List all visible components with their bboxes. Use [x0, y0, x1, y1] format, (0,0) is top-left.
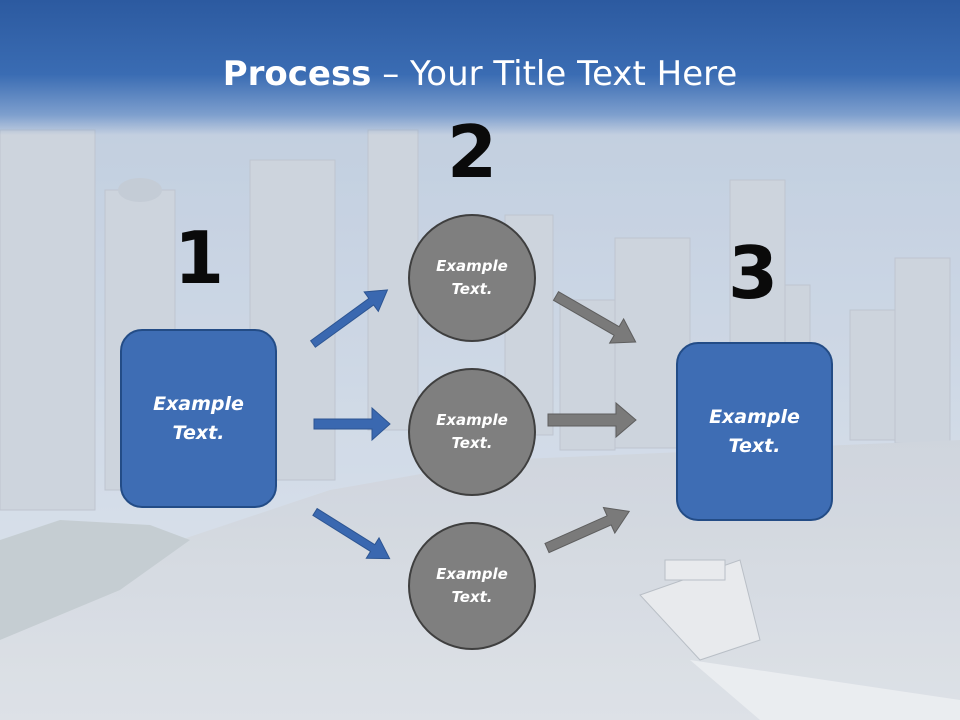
step-number-1: 1: [173, 216, 225, 300]
arrow-gray-right-icon: [547, 401, 637, 439]
step2-circle-top[interactable]: Example Text.: [408, 214, 536, 342]
step1-box[interactable]: Example Text.: [120, 329, 277, 508]
circle-middle-text: Example Text.: [436, 411, 508, 452]
arrow-gray-down-right-icon: [552, 290, 637, 344]
title-rest-text: – Your Title Text Here: [371, 54, 738, 94]
step3-box-text: Example Text.: [709, 405, 800, 457]
arrow-gray-up-right-icon: [544, 506, 631, 554]
step1-box-text: Example Text.: [153, 392, 244, 444]
slide-title: Process – Your Title Text Here: [0, 52, 960, 96]
circle-bottom-text: Example Text.: [436, 565, 508, 606]
circle-top-text: Example Text.: [436, 257, 508, 298]
step2-circle-middle[interactable]: Example Text.: [408, 368, 536, 496]
step3-box[interactable]: Example Text.: [676, 342, 833, 521]
arrow-blue-right-icon: [313, 406, 391, 442]
step-number-2: 2: [446, 110, 498, 194]
step2-circle-bottom[interactable]: Example Text.: [408, 522, 536, 650]
arrow-blue-up-right-icon: [309, 289, 389, 348]
step-number-3: 3: [727, 231, 779, 315]
title-banner: [0, 0, 960, 135]
title-bold-text: Process: [222, 54, 372, 94]
arrow-blue-down-right-icon: [312, 507, 391, 560]
